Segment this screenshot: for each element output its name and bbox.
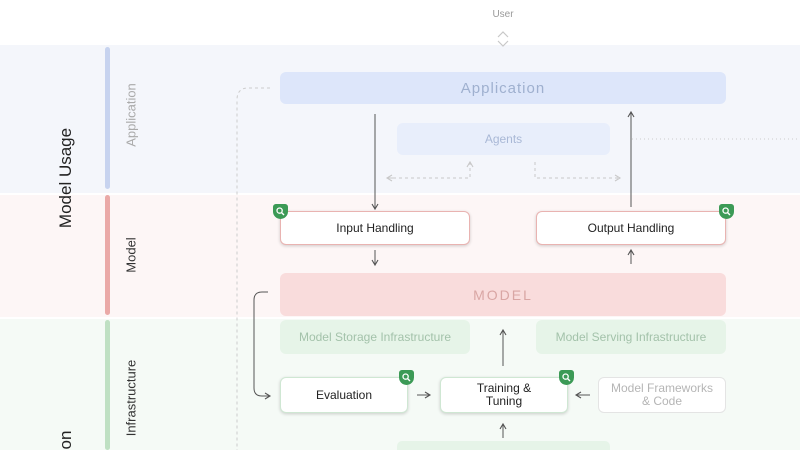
bottom-infrastructure-node-partial (397, 441, 610, 450)
model-node[interactable]: MODEL (280, 273, 726, 316)
application-layer-bar (105, 47, 110, 189)
magnifier-shield-icon (719, 204, 734, 219)
input-handling-node[interactable]: Input Handling (280, 211, 470, 245)
magnifier-shield-icon (273, 204, 288, 219)
user-label: User (492, 9, 514, 20)
magnifier-shield-icon (559, 370, 574, 385)
evaluation-node[interactable]: Evaluation (280, 377, 408, 413)
agents-node[interactable]: Agents (397, 123, 610, 155)
model-frameworks-code-node[interactable]: Model Frameworks & Code (598, 377, 726, 413)
application-node[interactable]: Application (280, 72, 726, 104)
model-serving-infrastructure-node[interactable]: Model Serving Infrastructure (536, 320, 726, 354)
application-band (0, 45, 800, 193)
training-tuning-node[interactable]: Training & Tuning (440, 377, 568, 413)
up-down-chevron-icon (497, 31, 509, 47)
model-storage-infrastructure-node[interactable]: Model Storage Infrastructure (280, 320, 470, 354)
infrastructure-layer-bar (105, 320, 110, 450)
magnifier-shield-icon (399, 370, 414, 385)
model-layer-bar (105, 195, 110, 315)
output-handling-node[interactable]: Output Handling (536, 211, 726, 245)
